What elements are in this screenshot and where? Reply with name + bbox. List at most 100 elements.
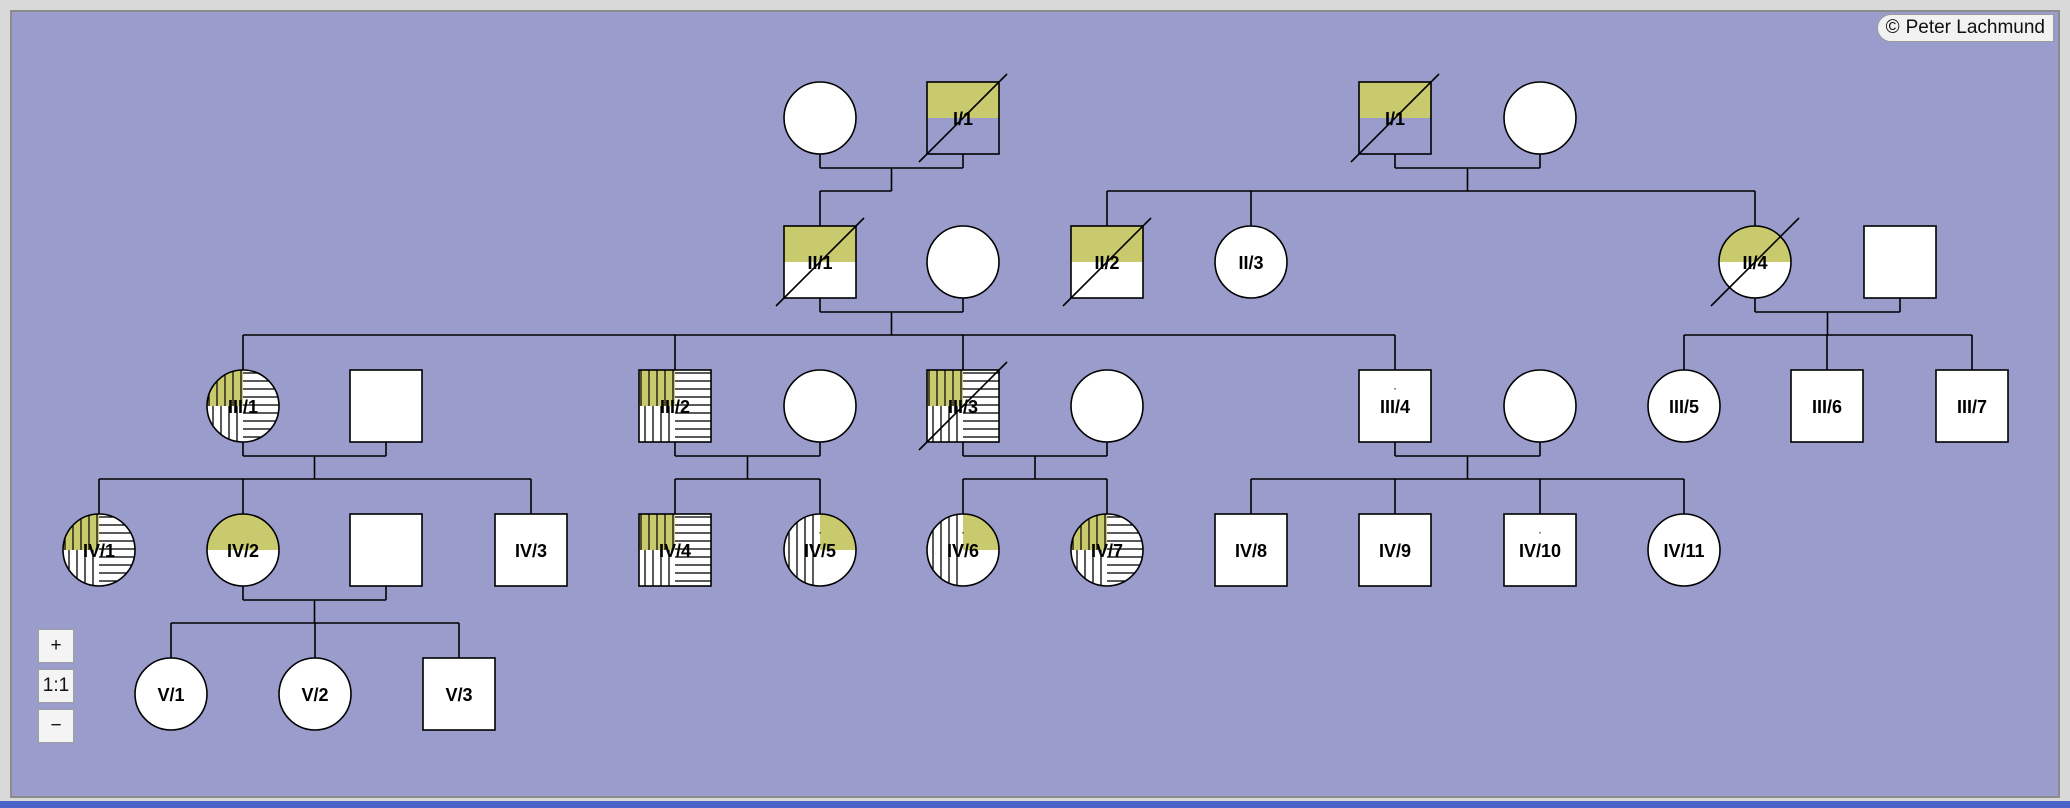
individual-circle[interactable]: IV/2 (206, 513, 280, 587)
deceased-slash (1710, 217, 1800, 307)
zoom-reset-button[interactable]: 1:1 (38, 669, 74, 703)
individual-outline (1358, 513, 1432, 587)
individual-square[interactable]: ·III/3 (918, 361, 1008, 451)
individual-square[interactable] (1863, 225, 1937, 299)
individual-square[interactable]: IV/8 (1214, 513, 1288, 587)
individual-circle[interactable]: IV/11 (1647, 513, 1721, 587)
individual-circle[interactable] (783, 369, 857, 443)
marker-dot: · (1393, 381, 1397, 395)
trait-fill (1215, 514, 1287, 586)
deceased-slash (918, 361, 1008, 451)
individual-square[interactable]: I/1 (1350, 73, 1440, 163)
individual-square[interactable]: ·III/4 (1358, 369, 1432, 443)
credit-text: Peter Lachmund (1905, 17, 2045, 38)
trait-fill (423, 658, 495, 730)
individual-outline (1647, 369, 1721, 443)
individual-square[interactable]: ·IV/10 (1503, 513, 1577, 587)
relationship-lines (98, 154, 1973, 658)
individual-circle[interactable] (1503, 81, 1577, 155)
individual-label: III/6 (1812, 397, 1842, 417)
individual-square[interactable]: V/3 (422, 657, 496, 731)
individual-outline (926, 369, 1000, 443)
individual-circle[interactable]: III/5 (1647, 369, 1721, 443)
individual-square[interactable] (349, 369, 423, 443)
individual-outline (1503, 81, 1577, 155)
trait-fill (350, 370, 422, 442)
individual-outline (206, 513, 280, 587)
individual-square[interactable]: III/6 (1790, 369, 1864, 443)
individual-outline (783, 513, 857, 587)
trait-fill (639, 370, 711, 442)
individual-outline (1070, 225, 1144, 299)
individual-circle[interactable]: II/3 (1214, 225, 1288, 299)
individual-outline (1358, 81, 1432, 155)
zoom-out-button[interactable]: − (38, 709, 74, 743)
individual-label: I/1 (1385, 109, 1405, 129)
individual-outline (926, 513, 1000, 587)
individual-outline (783, 81, 857, 155)
individual-label: II/2 (1094, 253, 1119, 273)
individual-circle[interactable]: II/4 (1710, 217, 1800, 307)
individual-circle[interactable]: IV/7 (1070, 513, 1144, 587)
individual-square[interactable]: IV/9 (1358, 513, 1432, 587)
individual-circle[interactable] (783, 81, 857, 155)
individual-circle[interactable]: V/1 (134, 657, 208, 731)
individual-outline (638, 369, 712, 443)
individual-circle[interactable]: ·IV/5 (783, 513, 857, 587)
individual-circle[interactable]: IV/1 (62, 513, 136, 587)
individual-outline (1935, 369, 2009, 443)
individual-outline (62, 513, 136, 587)
individual-outline (349, 369, 423, 443)
deceased-slash (775, 217, 865, 307)
individual-circle[interactable]: V/2 (278, 657, 352, 731)
individual-square[interactable]: I/1 (918, 73, 1008, 163)
trait-fill (1648, 370, 1720, 442)
individual-label: II/1 (807, 253, 832, 273)
individual-outline (926, 225, 1000, 299)
individual-label: IV/4 (659, 541, 691, 561)
individual-square[interactable]: II/2 (1062, 217, 1152, 307)
zoom-in-button[interactable]: + (38, 629, 74, 663)
individual-square[interactable]: III/7 (1935, 369, 2009, 443)
individual-circle[interactable] (926, 225, 1000, 299)
individual-label: II/3 (1238, 253, 1263, 273)
individual-outline (349, 513, 423, 587)
individual-label: IV/11 (1663, 541, 1704, 561)
individual-outline (783, 225, 857, 299)
trait-fill (1936, 370, 2008, 442)
individual-outline (134, 657, 208, 731)
individual-square[interactable]: III/2 (638, 369, 712, 443)
trait-fill (1359, 514, 1431, 586)
individual-square[interactable]: IV/3 (494, 513, 568, 587)
individual-outline (1863, 225, 1937, 299)
individual-outline (1358, 369, 1432, 443)
trait-fill (1791, 370, 1863, 442)
individual-label: III/1 (228, 397, 258, 417)
individual-outline (1790, 369, 1864, 443)
individual-outline (1214, 513, 1288, 587)
individual-label: V/3 (445, 685, 472, 705)
individual-square[interactable] (349, 513, 423, 587)
individual-outline (206, 369, 280, 443)
trait-fill (495, 514, 567, 586)
individual-label: IV/1 (83, 541, 115, 561)
individual-circle[interactable]: ·IV/6 (926, 513, 1000, 587)
trait-fill (1504, 514, 1576, 586)
trait-fill (1504, 370, 1576, 442)
deceased-slash (1350, 73, 1440, 163)
trait-fill (927, 226, 999, 298)
individual-circle[interactable] (1070, 369, 1144, 443)
individual-circle[interactable] (1503, 369, 1577, 443)
trait-fill (135, 658, 207, 730)
trait-fill (927, 514, 999, 586)
individual-outline (278, 657, 352, 731)
individual-outline (1503, 369, 1577, 443)
individual-circle[interactable]: III/1 (206, 369, 280, 443)
individual-label: IV/7 (1091, 541, 1123, 561)
individual-square[interactable]: IV/4 (638, 513, 712, 587)
trait-fill (279, 658, 351, 730)
trait-fill (1504, 82, 1576, 154)
individual-square[interactable]: II/1 (775, 217, 865, 307)
